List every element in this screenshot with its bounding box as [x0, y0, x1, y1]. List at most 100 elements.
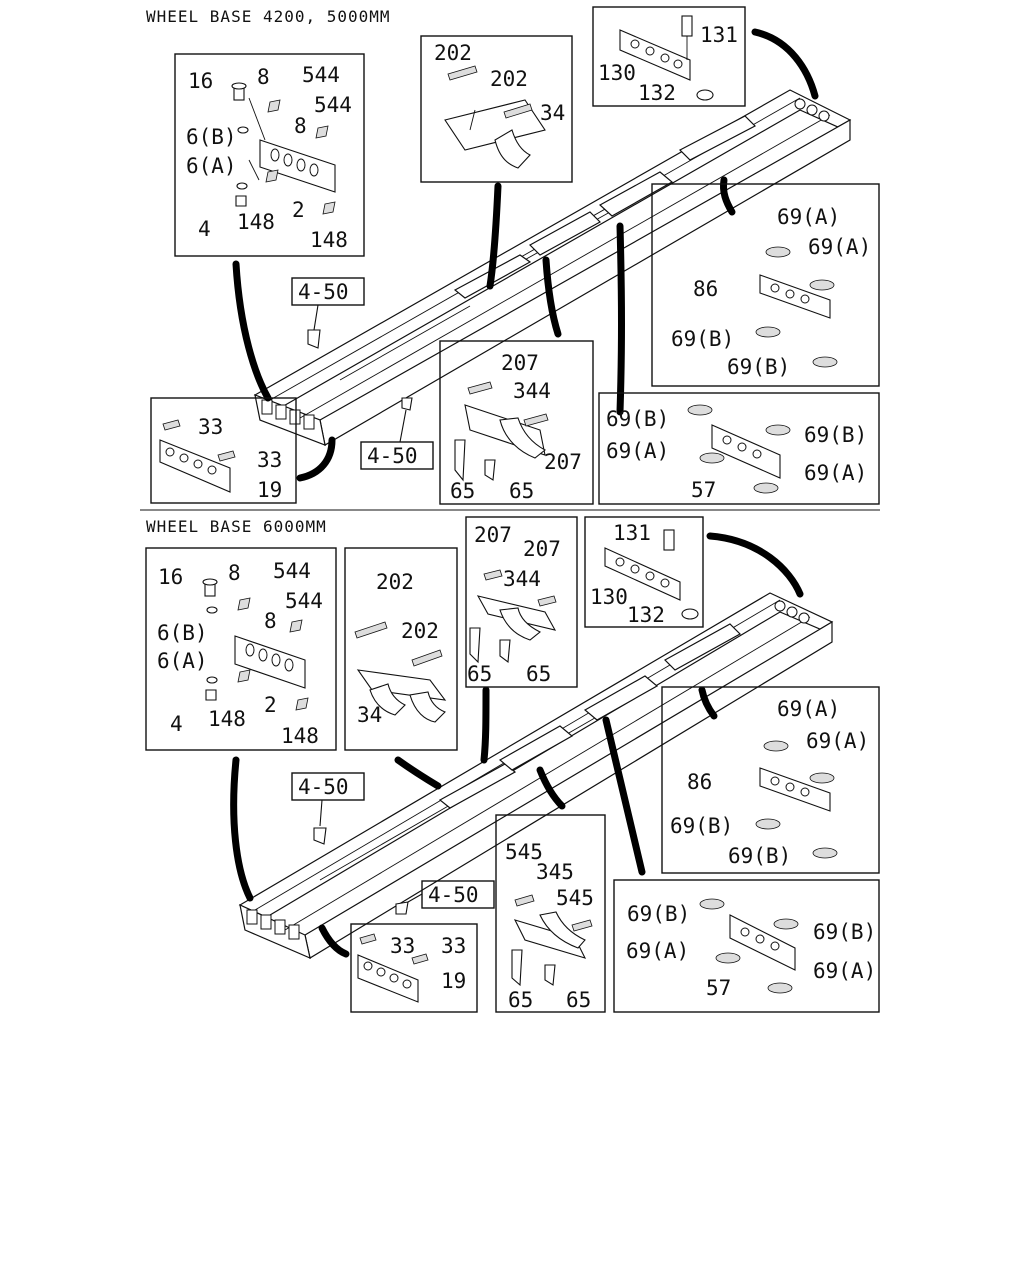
- part-label: 130: [598, 61, 636, 85]
- reference-box: 4-50: [291, 772, 365, 845]
- reference-label: 4-50: [298, 280, 349, 304]
- part-label: 16: [158, 565, 183, 589]
- part-label: 148: [208, 707, 246, 731]
- part-label: 19: [441, 969, 466, 993]
- part-label: 69(B): [813, 920, 876, 944]
- callout-arrows-2: [230, 532, 804, 958]
- reference-box: 4-50: [395, 880, 495, 915]
- part-label: 6(A): [186, 154, 237, 178]
- part-label: 132: [638, 81, 676, 105]
- part-label: 8: [228, 561, 241, 585]
- part-label: 65: [566, 988, 591, 1012]
- part-label: 69(B): [728, 844, 791, 868]
- part-label: 65: [509, 479, 534, 503]
- part-label: 544: [314, 93, 352, 117]
- part-label: 69(A): [606, 439, 669, 463]
- part-label: 2: [292, 198, 305, 222]
- part-label: 69(A): [806, 729, 869, 753]
- part-label: 6(B): [186, 125, 237, 149]
- part-label: 202: [434, 41, 472, 65]
- part-label: 544: [285, 589, 323, 613]
- part-label: 34: [357, 703, 382, 727]
- part-label: 57: [691, 478, 716, 502]
- part-label: 65: [467, 662, 492, 686]
- part-label: 69(A): [808, 235, 871, 259]
- part-label: 545: [505, 840, 543, 864]
- detail-box-crossmember-345: 545 345 545 65 65: [495, 814, 606, 1013]
- part-label: 8: [264, 609, 277, 633]
- section-1-title: WHEEL BASE 4200, 5000MM: [146, 7, 391, 26]
- part-label: 148: [281, 724, 319, 748]
- detail-box-rear-crossmember-1: 131 130 132: [592, 6, 746, 107]
- part-label: 33: [390, 934, 415, 958]
- part-label: 34: [540, 101, 565, 125]
- part-label: 69(A): [813, 959, 876, 983]
- part-label: 207: [523, 537, 561, 561]
- part-label: 131: [613, 521, 651, 545]
- reference-label: 4-50: [367, 444, 418, 468]
- section-2-title: WHEEL BASE 6000MM: [146, 517, 327, 536]
- part-label: 202: [376, 570, 414, 594]
- detail-box-front-crossmember-1: 33 33 19: [150, 397, 297, 504]
- part-label: 69(A): [804, 461, 867, 485]
- part-label: 86: [687, 770, 712, 794]
- part-label: 544: [302, 63, 340, 87]
- part-label: 344: [503, 567, 541, 591]
- part-label: 69(B): [671, 327, 734, 351]
- detail-box-bracket-2: 16 8 544 544 8 6(B) 6(A) 4 148 2 148: [145, 547, 337, 751]
- detail-box-crossmember-57-1: 69(B) 69(B) 69(A) 69(A) 57: [598, 392, 880, 505]
- part-label: 130: [590, 585, 628, 609]
- part-label: 69(B): [804, 423, 867, 447]
- part-label: 4: [170, 712, 183, 736]
- part-label: 8: [294, 114, 307, 138]
- part-label: 19: [257, 478, 282, 502]
- part-label: 69(B): [606, 407, 669, 431]
- part-label: 6(B): [157, 621, 208, 645]
- part-label: 33: [198, 415, 223, 439]
- detail-box-crossmember-34-1: 202 202 34: [420, 35, 573, 183]
- part-label: 69(B): [727, 355, 790, 379]
- part-label: 207: [501, 351, 539, 375]
- part-label: 131: [700, 23, 738, 47]
- part-label: 65: [526, 662, 551, 686]
- detail-box-crossmember-86-1: 69(A) 69(A) 86 69(B) 69(B): [651, 183, 880, 387]
- detail-box-crossmember-344-1: 207 344 207 65 65: [439, 340, 594, 505]
- part-label: 69(B): [670, 814, 733, 838]
- detail-box-crossmember-57-2: 69(B) 69(B) 69(A) 69(A) 57: [613, 879, 880, 1013]
- part-label: 202: [490, 67, 528, 91]
- reference-box: 4-50: [360, 397, 434, 470]
- part-label: 207: [544, 450, 582, 474]
- part-label: 86: [693, 277, 718, 301]
- part-label: 345: [536, 860, 574, 884]
- detail-box-front-crossmember-2: 33 33 19: [350, 923, 478, 1013]
- callout-arrows-1: [232, 28, 819, 482]
- part-label: 8: [257, 65, 270, 89]
- chassis-frame-1: [253, 89, 852, 446]
- part-label: 65: [508, 988, 533, 1012]
- part-label: 33: [441, 934, 466, 958]
- detail-box-crossmember-86-2: 69(A) 69(A) 86 69(B) 69(B): [661, 686, 880, 874]
- part-label: 2: [264, 693, 277, 717]
- part-label: 202: [401, 619, 439, 643]
- part-label: 69(A): [777, 697, 840, 721]
- part-label: 148: [310, 228, 348, 252]
- detail-box-rear-crossmember-2: 131 130 132: [584, 516, 704, 628]
- part-label: 69(A): [626, 939, 689, 963]
- reference-label: 4-50: [428, 883, 479, 907]
- part-label: 65: [450, 479, 475, 503]
- detail-box-bracket-1: 16 8 544 544 8 6(B) 6(A) 4 148 2 148: [174, 53, 365, 257]
- part-label: 69(B): [627, 902, 690, 926]
- part-label: 69(A): [777, 205, 840, 229]
- part-label: 344: [513, 379, 551, 403]
- part-label: 4: [198, 217, 211, 241]
- part-label: 148: [237, 210, 275, 234]
- part-label: 545: [556, 886, 594, 910]
- part-label: 544: [273, 559, 311, 583]
- part-label: 33: [257, 448, 282, 472]
- detail-box-crossmember-344-2: 207 207 344 65 65: [465, 516, 578, 688]
- detail-box-crossmember-34-2: 202 202 34: [344, 547, 458, 751]
- reference-label: 4-50: [298, 775, 349, 799]
- part-label: 207: [474, 523, 512, 547]
- part-label: 132: [627, 603, 665, 627]
